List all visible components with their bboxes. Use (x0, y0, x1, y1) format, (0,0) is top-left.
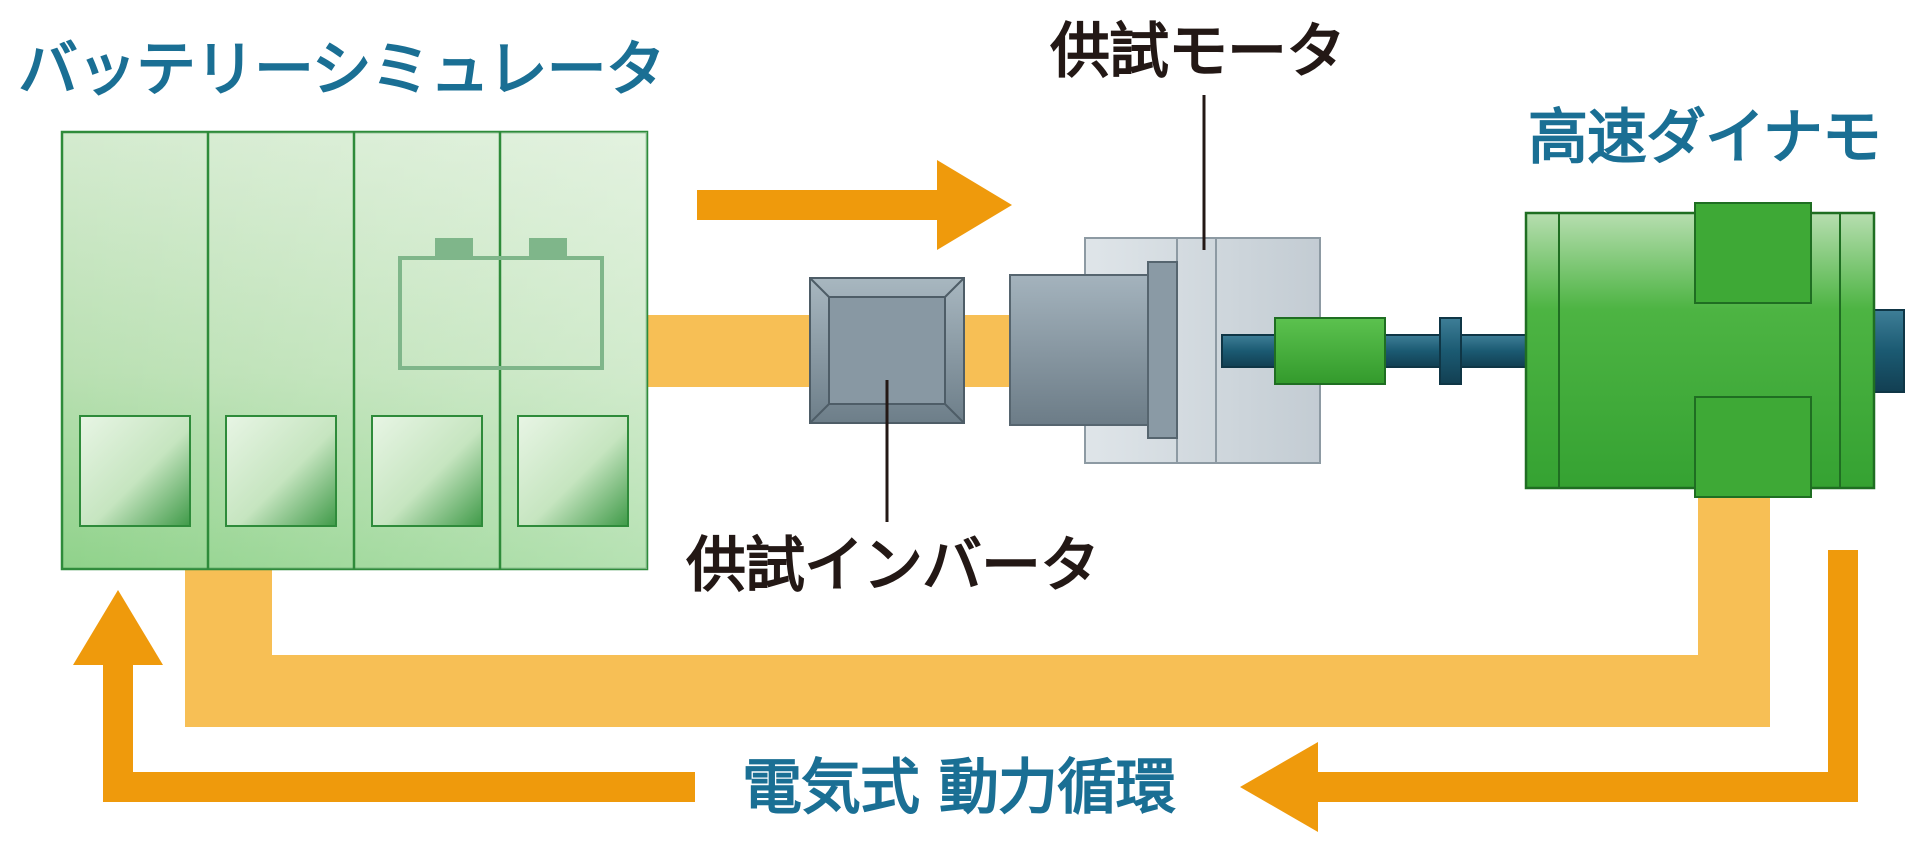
test-inverter-label: 供試インバータ (686, 531, 1100, 601)
test-inverter-box (809, 277, 965, 424)
return-flow-arrow (73, 550, 1858, 832)
power-circulation-label: 電気式 動力循環 (742, 753, 1176, 823)
battery-simulator-label: バッテリーシミュレータ (18, 35, 666, 105)
battery-icon (398, 238, 604, 370)
battery-simulator-cabinet (60, 130, 649, 571)
test-motor-label: 供試モータ (1050, 17, 1346, 87)
high-speed-dyno-label: 高速ダイナモ (1528, 103, 1882, 173)
high-speed-dyno (1524, 202, 1905, 498)
cabinet-panels (79, 415, 629, 527)
forward-flow-arrow (697, 160, 1012, 250)
